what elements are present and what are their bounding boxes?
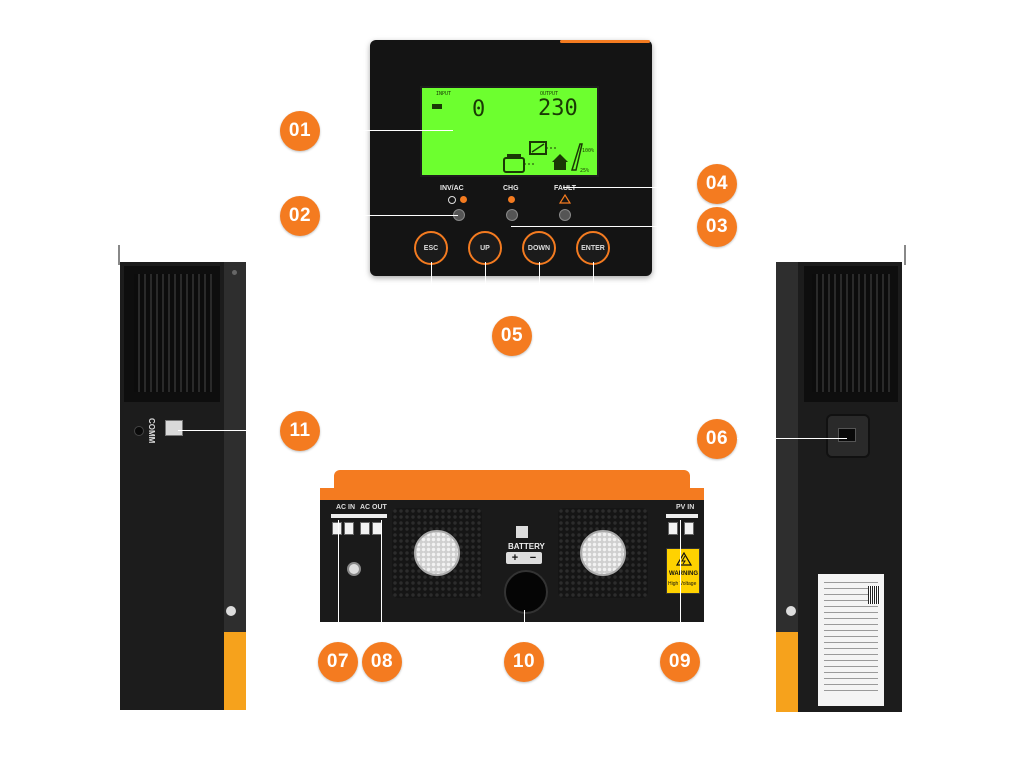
fault-label: FAULT [554, 185, 577, 192]
callout-line-02 [318, 215, 458, 216]
pv-terminal-positive[interactable] [668, 522, 678, 535]
right-vent-grille [812, 274, 890, 392]
high-voltage-warning-sticker: WARNING High Voltage [666, 548, 700, 594]
enter-button[interactable]: ENTER [576, 231, 610, 265]
inv-led-icon [448, 196, 456, 204]
callout-11: 11 [280, 411, 320, 451]
callout-line-06b [737, 438, 847, 439]
callout-08: 08 [362, 642, 402, 682]
callout-06: 06 [697, 419, 737, 459]
battery-cable-gland [504, 570, 548, 614]
callout-10: 10 [504, 642, 544, 682]
high-voltage-text: High Voltage [668, 581, 697, 587]
ac-in-terminal-1[interactable] [332, 522, 342, 535]
lcd-input-value: 0 [472, 97, 486, 122]
ac-led-icon [460, 196, 467, 203]
function-key-2[interactable] [506, 209, 518, 221]
panel-accent [560, 40, 650, 43]
left-screw-hole [134, 426, 144, 436]
callout-05: 05 [492, 316, 532, 356]
left-vent-grille [134, 274, 212, 392]
callout-line-01 [318, 130, 453, 131]
left-screw-icon [226, 606, 236, 616]
callout-line-05b [485, 262, 486, 302]
right-screw-icon [786, 606, 796, 616]
callout-line-05d [593, 262, 594, 302]
ac-icon [432, 104, 442, 109]
callout-01: 01 [280, 111, 320, 151]
lcd-input-label: INPUT [436, 91, 452, 97]
ground-screw-icon [347, 562, 361, 576]
lcd-pct-top: 100% [582, 148, 595, 154]
ac-in-terminal-2[interactable] [344, 522, 354, 535]
warning-text: WARNING [669, 571, 698, 577]
callout-line-04 [563, 187, 697, 188]
pv-label-bar [666, 514, 698, 518]
callout-09: 09 [660, 642, 700, 682]
lcd-output-label: OUTPUT [540, 91, 559, 97]
lightning-warning-icon [676, 552, 692, 566]
right-fan-hub-icon [580, 530, 626, 576]
right-unit-side [776, 262, 798, 712]
flow-diagram-icon [503, 141, 583, 173]
callout-03: 03 [697, 207, 737, 247]
callout-02: 02 [280, 196, 320, 236]
lcd-display: INPUT OUTPUT 0 230 100% 25% [420, 86, 599, 177]
left-hook [118, 245, 120, 265]
callout-07: 07 [318, 642, 358, 682]
callout-04: 04 [697, 164, 737, 204]
callout-line-07 [338, 520, 339, 640]
callout-line-03 [511, 226, 697, 227]
ac-out-terminal-1[interactable] [360, 522, 370, 535]
battery-label: BATTERY [508, 542, 545, 551]
callout-line-05c [539, 262, 540, 302]
left-unit-side [224, 262, 246, 710]
left-rivet [232, 270, 237, 275]
fault-warning-icon [559, 194, 571, 204]
pv-terminal-negative[interactable] [684, 522, 694, 535]
callout-line-09 [680, 520, 681, 640]
battery-polarity-icon: +− [506, 552, 542, 564]
ac-in-label: AC IN [336, 504, 356, 511]
comm-port[interactable] [165, 420, 183, 436]
lcd-output-value: 230 [538, 96, 578, 121]
base-unit-top [334, 470, 690, 490]
callout-line-05v [512, 302, 513, 316]
right-orange-strip [776, 632, 798, 712]
callout-line-11 [178, 430, 282, 431]
right-hook [904, 245, 906, 265]
battery-breaker-icon [516, 526, 528, 538]
comm-label: COMM [147, 418, 156, 444]
callout-line-10 [524, 610, 525, 642]
lcd-pct-bottom: 25% [580, 168, 590, 174]
base-unit-lip [320, 488, 704, 500]
left-orange-strip [224, 632, 246, 710]
callout-line-08 [381, 520, 382, 640]
chg-label: CHG [503, 185, 519, 192]
ac-label-bar [331, 514, 387, 518]
esc-button[interactable]: ESC [414, 231, 448, 265]
inv-ac-label: INV/AC [440, 185, 464, 192]
barcode-icon [868, 586, 880, 604]
chg-led-icon [508, 196, 515, 203]
pv-in-label: PV IN [676, 504, 695, 511]
power-switch[interactable] [838, 428, 856, 442]
function-key-3[interactable] [559, 209, 571, 221]
callout-line-05a [431, 262, 432, 302]
left-fan-hub-icon [414, 530, 460, 576]
down-button[interactable]: DOWN [522, 231, 556, 265]
ac-out-label: AC OUT [360, 504, 387, 511]
up-button[interactable]: UP [468, 231, 502, 265]
